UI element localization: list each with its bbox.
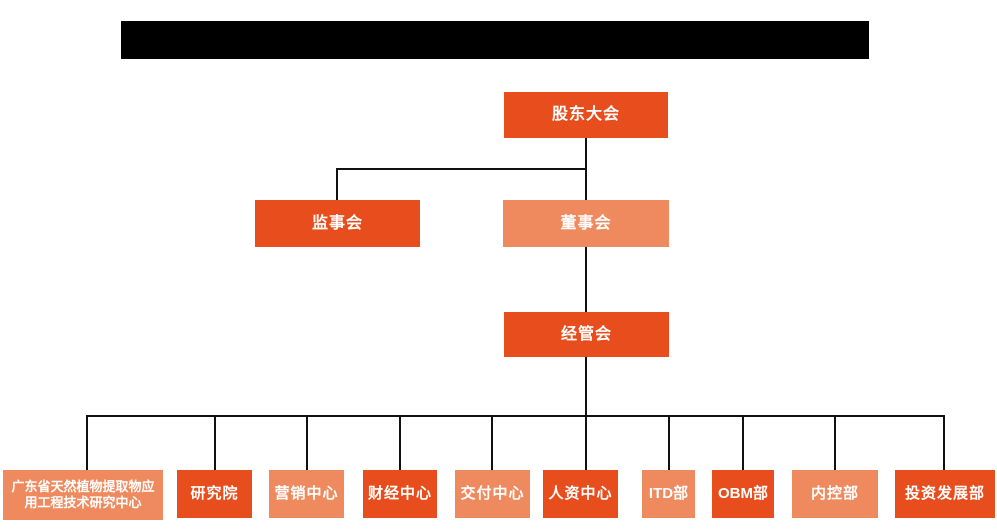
connector-dept-drop (668, 415, 670, 470)
org-node-finance-center: 财经中心 (363, 470, 437, 518)
connector-dept-drop (943, 415, 945, 470)
connector-supervisory-drop (336, 168, 338, 200)
redacted-title-bar (121, 21, 869, 59)
org-node-internal-control-department: 内控部 (792, 470, 878, 518)
connector-branch-horizontal (336, 168, 587, 170)
org-node-itd-department: ITD部 (642, 470, 695, 518)
org-node-shareholders-meeting: 股东大会 (504, 92, 668, 138)
org-node-guangdong-research-center: 广东省天然植物提取物应用工程技术研究中心 (3, 470, 163, 520)
connector-dept-drop (306, 415, 308, 470)
org-node-obm-department: OBM部 (712, 470, 774, 518)
org-node-research-institute: 研究院 (177, 470, 252, 518)
org-node-investment-development-department: 投资发展部 (895, 470, 995, 518)
org-node-hr-center: 人资中心 (543, 470, 618, 518)
org-node-management-committee: 经管会 (504, 312, 669, 357)
connector-dept-drop (399, 415, 401, 470)
connector-dept-drop (214, 415, 216, 470)
org-node-supervisory-board: 监事会 (255, 200, 420, 247)
org-node-marketing-center: 营销中心 (269, 470, 344, 518)
connector-dept-drop (742, 415, 744, 470)
connector-dept-drop (834, 415, 836, 470)
connector-bus-horizontal (86, 415, 945, 417)
org-node-delivery-center: 交付中心 (455, 470, 530, 518)
connector-dept-drop (86, 415, 88, 470)
connector-dept-drop (585, 415, 587, 470)
connector-management-bus (585, 357, 587, 417)
connector-dept-drop (491, 415, 493, 470)
org-node-board-of-directors: 董事会 (503, 200, 669, 247)
connector-board-management (585, 247, 587, 312)
